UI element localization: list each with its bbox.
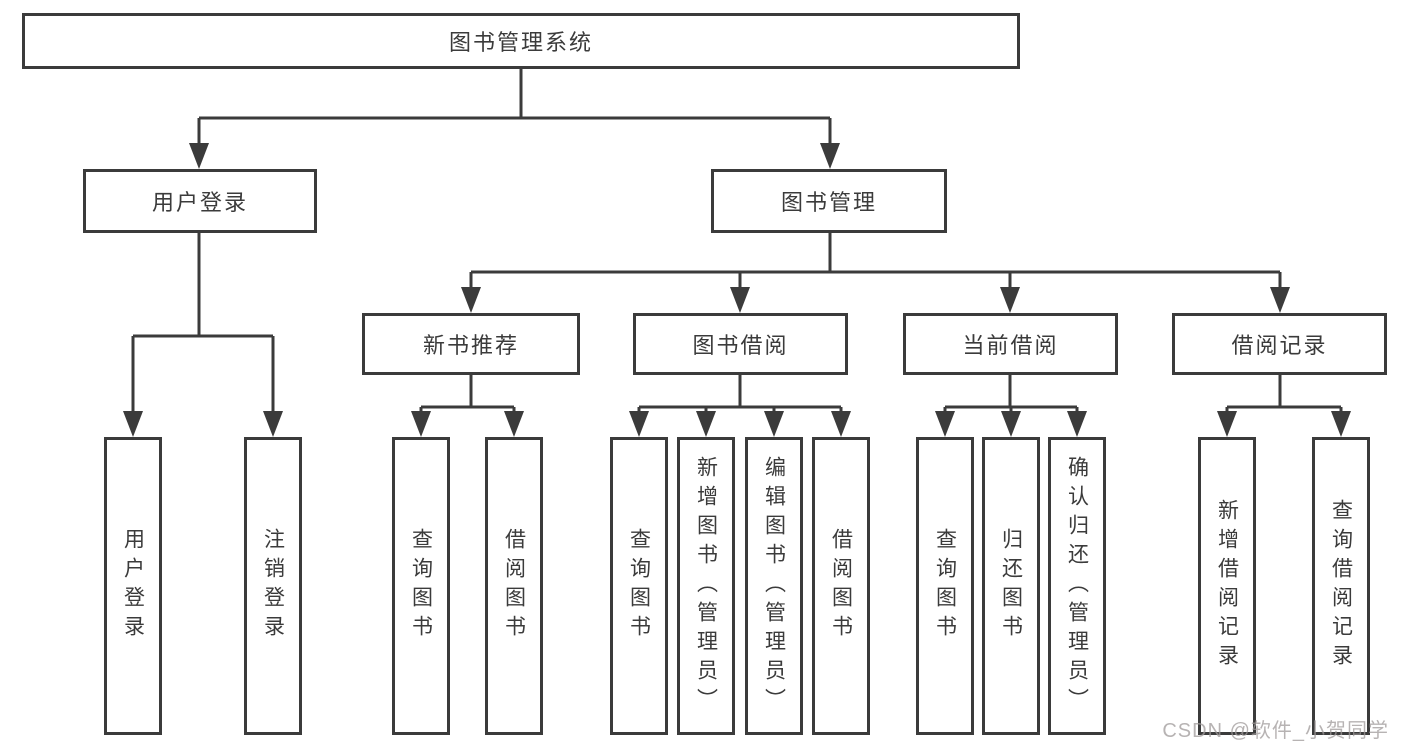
leaf-label: 编辑图书（管理员） <box>762 455 786 717</box>
leaf-edit-books-admin: 编辑图书（管理员） <box>745 437 803 735</box>
node-root: 图书管理系统 <box>22 13 1020 69</box>
leaf-logout: 注销登录 <box>244 437 302 735</box>
node-current-borrowing: 当前借阅 <box>903 313 1118 375</box>
arrowheads <box>123 143 1351 437</box>
leaf-label: 查询借阅记录 <box>1329 499 1353 673</box>
node-user-login: 用户登录 <box>83 169 317 233</box>
leaf-label: 新增图书（管理员） <box>694 455 718 717</box>
leaf-query-books-current: 查询图书 <box>916 437 974 735</box>
leaf-label: 查询图书 <box>627 528 651 644</box>
leaf-borrow-books: 借阅图书 <box>812 437 870 735</box>
leaf-confirm-return-admin: 确认归还（管理员） <box>1048 437 1106 735</box>
leaf-label: 确认归还（管理员） <box>1065 455 1089 717</box>
csdn-watermark: CSDN @软件_小贺同学 <box>1162 720 1389 742</box>
leaf-add-books-admin: 新增图书（管理员） <box>677 437 735 735</box>
node-new-book-recommendation: 新书推荐 <box>362 313 580 375</box>
leaf-borrow-books-recommend: 借阅图书 <box>485 437 543 735</box>
node-book-management: 图书管理 <box>711 169 947 233</box>
leaf-label: 借阅图书 <box>829 528 853 644</box>
node-book-borrowing: 图书借阅 <box>633 313 848 375</box>
leaf-label: 归还图书 <box>999 528 1023 644</box>
leaf-label: 查询图书 <box>933 528 957 644</box>
leaf-query-books-recommend: 查询图书 <box>392 437 450 735</box>
leaf-user-login: 用户登录 <box>104 437 162 735</box>
leaf-label: 查询图书 <box>409 528 433 644</box>
leaf-label: 借阅图书 <box>502 528 526 644</box>
node-borrowing-records: 借阅记录 <box>1172 313 1387 375</box>
leaf-query-borrow-record: 查询借阅记录 <box>1312 437 1370 735</box>
leaf-label: 新增借阅记录 <box>1215 499 1239 673</box>
leaf-logout-label: 注销登录 <box>261 528 285 644</box>
leaf-add-borrow-record: 新增借阅记录 <box>1198 437 1256 735</box>
leaf-return-books: 归还图书 <box>982 437 1040 735</box>
leaf-query-books-borrow: 查询图书 <box>610 437 668 735</box>
leaf-user-login-label: 用户登录 <box>121 528 145 644</box>
